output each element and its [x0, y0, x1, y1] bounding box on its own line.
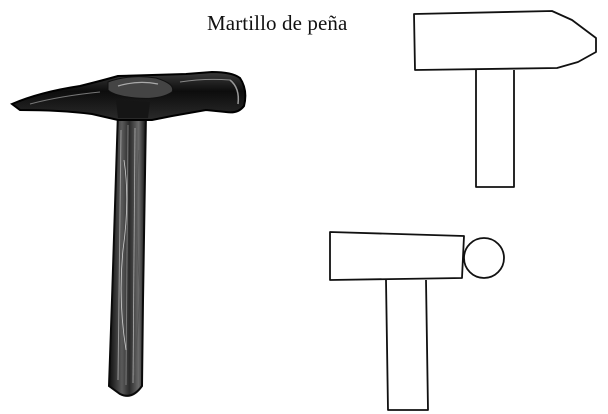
- caption-title: Martillo de peña: [207, 11, 348, 35]
- hammer-handle: [107, 111, 148, 397]
- hammer-head: [10, 70, 247, 121]
- wedge-hammer-sketch-icon: [413, 10, 597, 188]
- peen-hammer-icon: [10, 70, 247, 397]
- ball-hammer-sketch-icon: [329, 231, 505, 411]
